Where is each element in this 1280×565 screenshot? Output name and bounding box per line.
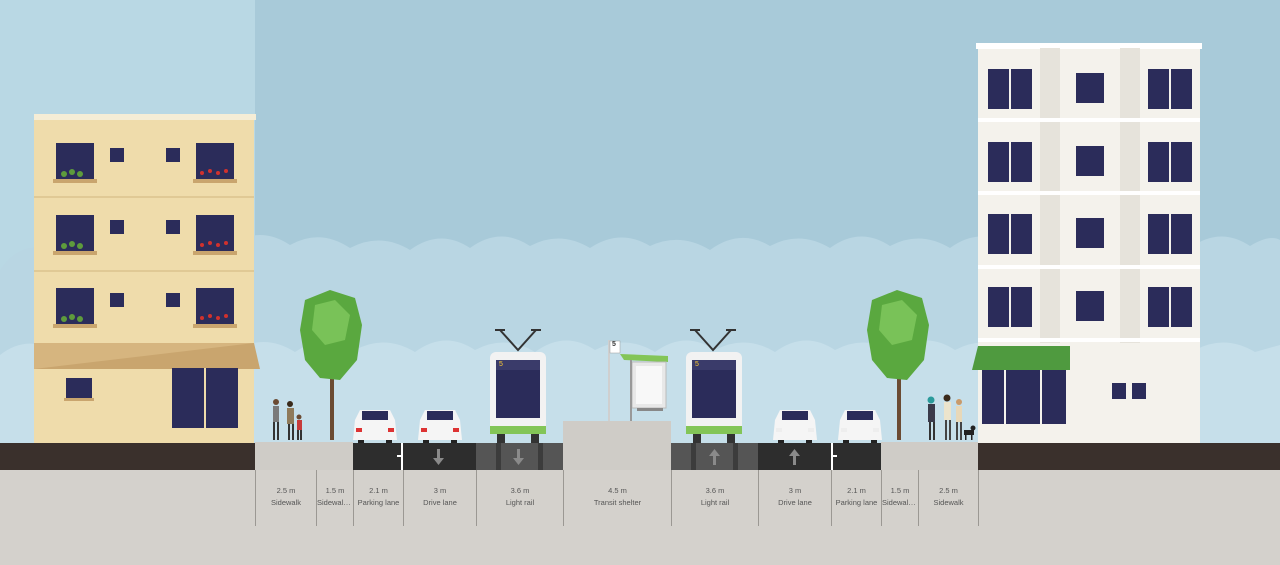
car-parking-left — [353, 410, 397, 443]
segment-name: Drive lane — [423, 498, 457, 507]
segment-label-sidewalk-right[interactable]: 2.5 m Sidewalk — [919, 486, 978, 508]
segment-label-transit-shelter[interactable]: 4.5 m Transit shelter — [564, 486, 671, 508]
pedestrians-left — [273, 399, 302, 440]
segment-width: 4.5 m — [608, 486, 627, 495]
segment-name: Parking lane — [357, 498, 400, 507]
tram-left-route-number: 5 — [499, 361, 503, 368]
segment-name: Sidewalk... — [882, 498, 918, 507]
stop-sign-number: 5 — [612, 341, 616, 348]
shelter-platform — [563, 421, 671, 470]
building-right — [972, 43, 1202, 443]
segment-label-parking-left[interactable]: 2.1 m Parking lane — [354, 486, 403, 508]
tree-left — [300, 290, 362, 440]
segment-dividers — [255, 470, 979, 526]
segment-name: Transit shelter — [593, 498, 642, 507]
segment-width: 3.6 m — [510, 486, 530, 495]
segment-name: Sidewalk — [270, 498, 301, 507]
segment-name: Light rail — [505, 498, 535, 507]
foundation-right — [978, 443, 1280, 470]
tram-right-route-number: 5 — [695, 361, 699, 368]
segment-width: 3 m — [788, 486, 802, 495]
tree-right — [867, 290, 929, 440]
segment-label-parking-right[interactable]: 2.1 m Parking lane — [832, 486, 881, 508]
segment-width: 2.1 m — [847, 486, 866, 495]
arrow-up-icon — [709, 449, 800, 465]
arrow-down-icon — [433, 449, 524, 465]
foundation-left — [0, 443, 255, 470]
segment-width: 1.5 m — [325, 486, 345, 495]
segment-width: 2.1 m — [369, 486, 388, 495]
segment-name: Sidewalk... — [317, 498, 353, 507]
segment-name: Drive lane — [778, 498, 812, 507]
car-drive-right — [773, 410, 817, 443]
ground — [0, 470, 1280, 565]
sidewalk-right-surface — [881, 442, 978, 470]
segment-label-sidewalk-left[interactable]: 2.5 m Sidewalk — [256, 486, 316, 508]
segment-width: 2.5 m — [939, 486, 958, 495]
segment-label-drive-left[interactable]: 3 m Drive lane — [404, 486, 476, 508]
segment-label-rail-right[interactable]: 3.6 m Light rail — [672, 486, 758, 508]
sidewalk-left-surface — [255, 442, 353, 470]
segment-label-sidewalk-left-2[interactable]: 1.5 m Sidewalk... — [317, 486, 353, 508]
segment-label-sidewalk-right-2[interactable]: 1.5 m Sidewalk... — [882, 486, 918, 508]
tram-left — [490, 329, 546, 443]
segment-label-drive-right[interactable]: 3 m Drive lane — [759, 486, 831, 508]
segment-name: Parking lane — [835, 498, 878, 507]
segment-width: 2.5 m — [276, 486, 296, 495]
segment-label-rail-left[interactable]: 3.6 m Light rail — [477, 486, 563, 508]
parking-left-surface — [353, 443, 403, 470]
parking-right-surface — [831, 443, 881, 470]
segment-width: 3.6 m — [705, 486, 725, 495]
segment-name: Sidewalk — [933, 498, 964, 507]
car-drive-left — [418, 410, 462, 443]
tram-right — [686, 329, 742, 443]
segment-name: Light rail — [700, 498, 730, 507]
building-left — [34, 114, 260, 443]
segment-width: 1.5 m — [890, 486, 910, 495]
transit-shelter — [608, 340, 668, 421]
segment-width: 3 m — [433, 486, 447, 495]
pedestrians-right — [927, 394, 976, 440]
car-parking-right — [838, 410, 882, 443]
